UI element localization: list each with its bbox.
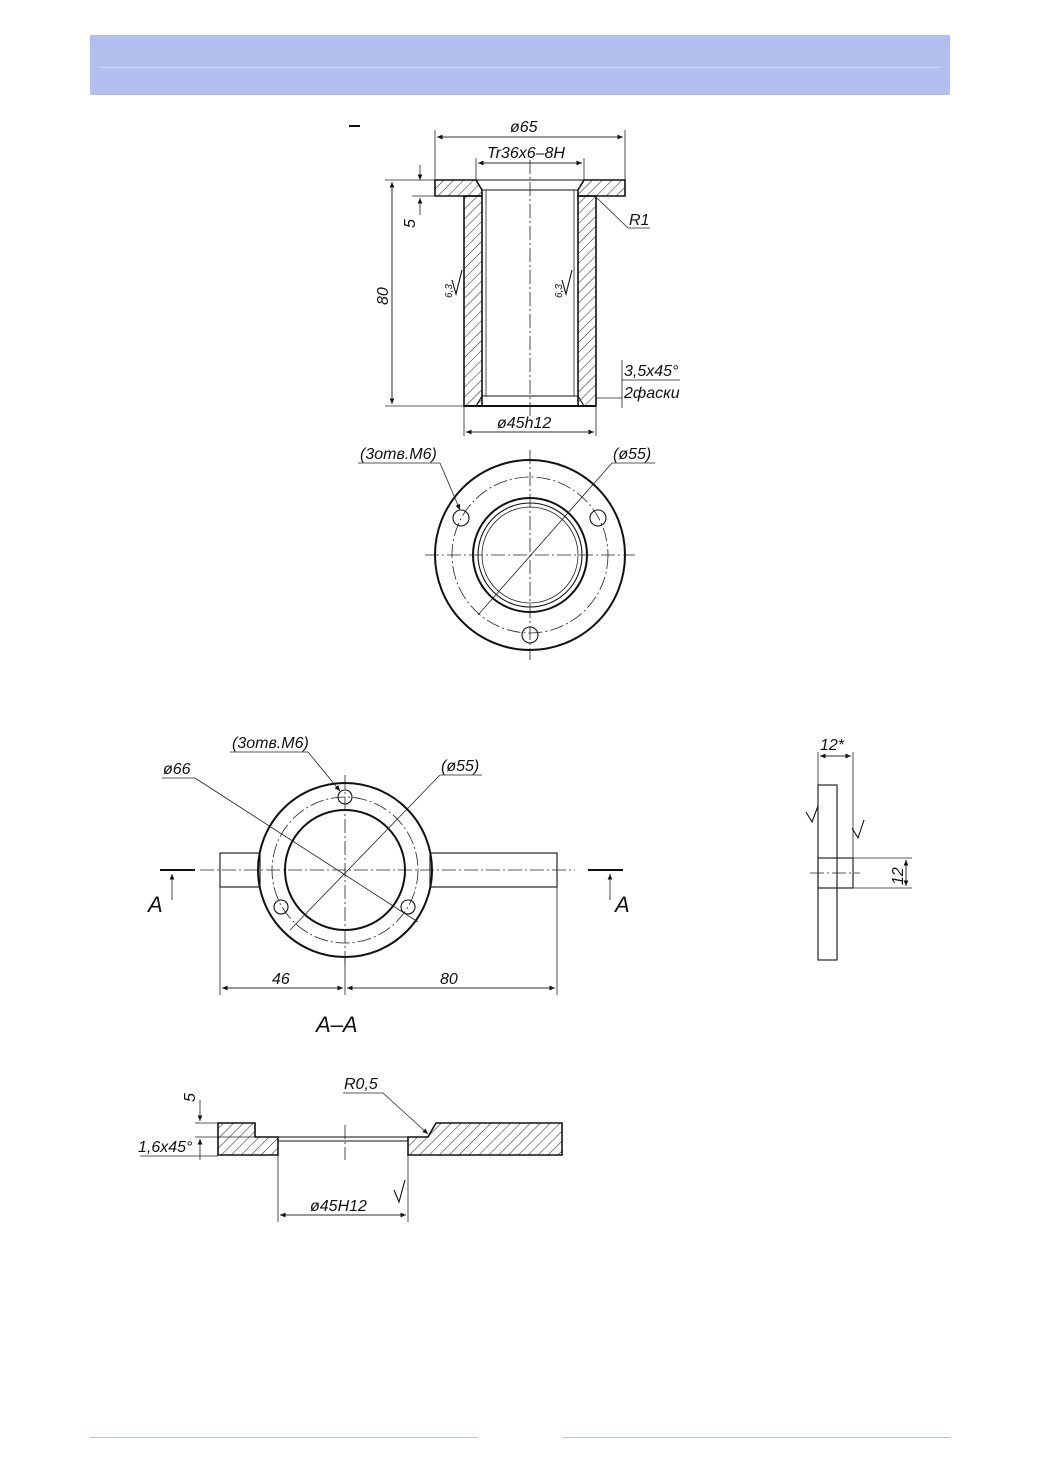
dim-radius: R1 — [629, 212, 649, 229]
footer-line-right — [563, 1437, 951, 1438]
section-title: A–A — [314, 1012, 358, 1037]
footer-line-left — [90, 1437, 478, 1438]
dim-bottom-diameter: ø45h12 — [497, 415, 551, 432]
dim-thread: Tr36x6–8H — [487, 145, 565, 162]
section-dim-bore: ø45H12 — [310, 1198, 367, 1215]
dim-chamfer: 3,5x45° — [624, 363, 679, 380]
bushing-section-view: ø65 Tr36x6–8H 80 5 R1 6,3 6,3 3,5x45° 2ф… — [349, 119, 680, 436]
section-a-a: A–A 5 1,6x45° R0,5 ø45H12 — [138, 1012, 563, 1222]
bolt-circle-2: (ø55) — [441, 758, 479, 775]
bushing-top-view: (3отв.М6) (ø55) — [358, 446, 655, 660]
header-band — [90, 35, 950, 95]
roughness-right: 6,3 — [554, 284, 565, 298]
wrench-side-view: 12* 12 — [805, 737, 912, 961]
dim-chamfer-note: 2фаски — [623, 385, 680, 402]
holes-note-2: (3отв.М6) — [232, 735, 309, 752]
section-dim-step: 5 — [182, 1093, 199, 1102]
dim-right: 80 — [440, 971, 458, 988]
section-dim-chamfer: 1,6x45° — [138, 1139, 193, 1156]
side-dim-right: 12 — [890, 867, 907, 885]
side-dim-top: 12* — [820, 737, 845, 754]
section-mark-left: A — [146, 892, 163, 917]
section-dim-radius: R0,5 — [344, 1076, 378, 1093]
dim-flange-thickness: 5 — [402, 219, 419, 228]
section-mark-right: A — [613, 892, 630, 917]
dim-outer-diameter: ø65 — [510, 119, 538, 136]
dim-left: 46 — [272, 971, 290, 988]
header-divider — [100, 67, 940, 68]
wrench-plan-view: A A ø66 (3отв.М6) (ø55) 46 80 — [146, 735, 630, 995]
dim-height: 80 — [375, 287, 392, 305]
bolt-circle-1: (ø55) — [613, 446, 651, 463]
dim-outer-diameter-2: ø66 — [163, 761, 191, 778]
roughness-left: 6,3 — [444, 284, 455, 298]
holes-note-1: (3отв.М6) — [360, 446, 437, 463]
